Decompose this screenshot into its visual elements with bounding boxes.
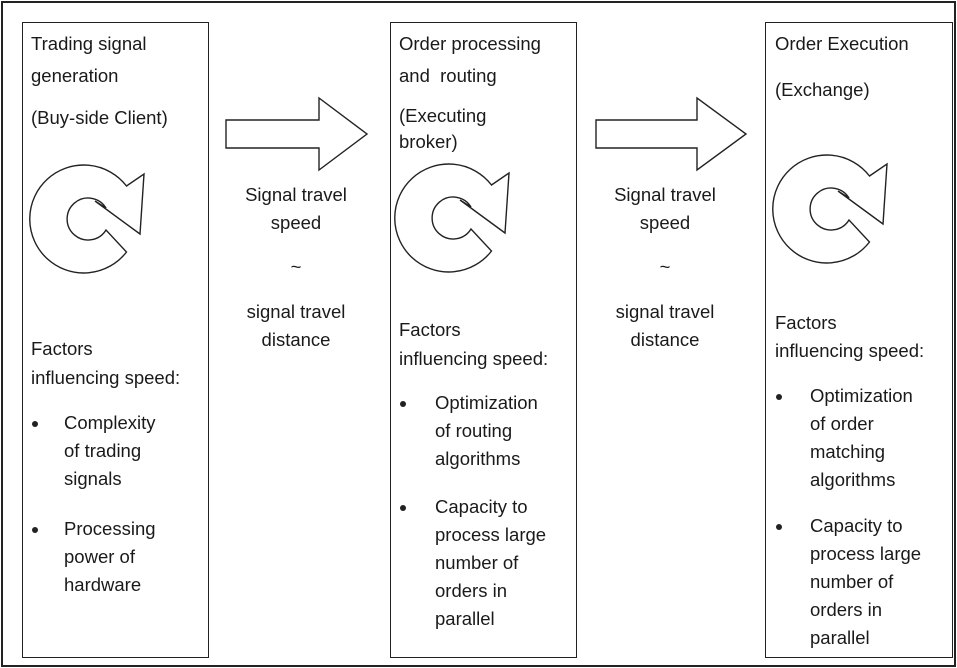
stage-title-line: and routing xyxy=(399,65,497,86)
stage-box-signal-generation xyxy=(22,22,209,658)
factors-heading-line: Factors xyxy=(31,338,93,359)
bullet-icon xyxy=(400,505,406,511)
factors-heading-line: influencing speed: xyxy=(31,367,181,388)
factor-item-line: number of xyxy=(435,552,519,573)
stage-box-order-execution xyxy=(765,22,953,658)
connector-label-line: distance xyxy=(630,329,700,350)
stage-title-line: Order Execution xyxy=(775,33,909,54)
stage-box-order-routing xyxy=(390,22,577,658)
factor-item-line: parallel xyxy=(435,608,495,629)
bullet-icon xyxy=(32,421,38,427)
connector-label-line: signal travel xyxy=(615,301,715,322)
factor-item-line: Capacity to xyxy=(435,496,528,517)
factor-item-line: matching xyxy=(810,441,886,462)
factor-item-line: of trading xyxy=(64,440,142,461)
stage-actor-line: (Executing xyxy=(399,105,487,126)
connector-label-line: speed xyxy=(639,212,691,233)
factor-item-line: of routing xyxy=(435,420,513,441)
connector-label-line: ~ xyxy=(659,256,671,277)
factors-heading-line: influencing speed: xyxy=(775,340,925,361)
connector-label-line: distance xyxy=(261,329,331,350)
connector-label-line: ~ xyxy=(290,256,302,277)
factor-item-line: number of xyxy=(810,571,894,592)
factor-item-line: orders in xyxy=(435,580,507,601)
factor-item-line: Complexity xyxy=(64,412,156,433)
connector-label-line: signal travel xyxy=(246,301,346,322)
stage-title-line: Trading signal xyxy=(31,33,147,54)
factor-item-line: algorithms xyxy=(435,448,521,469)
factor-item-line: power of xyxy=(64,546,135,567)
factor-item-line: Processing xyxy=(64,518,156,539)
right-block-arrow-icon xyxy=(225,96,369,172)
bullet-icon xyxy=(400,401,406,407)
factor-item-line: signals xyxy=(64,468,122,489)
stage-title-line: Order processing xyxy=(399,33,541,54)
stage-title-line: generation xyxy=(31,65,119,86)
factor-item-line: hardware xyxy=(64,574,142,595)
factor-item-line: orders in xyxy=(810,599,882,620)
factor-item-line: process large xyxy=(435,524,547,545)
right-block-arrow-icon xyxy=(595,96,748,172)
factor-item-line: of order xyxy=(810,413,874,434)
factor-item-line: Capacity to xyxy=(810,515,903,536)
factor-item-line: Optimization xyxy=(435,392,538,413)
bullet-icon xyxy=(32,527,38,533)
stage-actor-line: broker) xyxy=(399,131,458,152)
bullet-icon xyxy=(776,524,782,530)
bullet-icon xyxy=(776,394,782,400)
factors-heading-line: Factors xyxy=(775,312,837,333)
factor-item-line: process large xyxy=(810,543,922,564)
stage-actor: (Exchange) xyxy=(775,79,870,100)
factors-heading-line: influencing speed: xyxy=(399,348,549,369)
factor-item-line: parallel xyxy=(810,627,870,648)
connector-label-line: Signal travel xyxy=(245,184,347,205)
factors-heading-line: Factors xyxy=(399,319,461,340)
factor-item-line: Optimization xyxy=(810,385,913,406)
factor-item-line: algorithms xyxy=(810,469,896,490)
connector-label-line: speed xyxy=(270,212,322,233)
connector-label-line: Signal travel xyxy=(614,184,716,205)
stage-actor: (Buy-side Client) xyxy=(31,107,168,128)
